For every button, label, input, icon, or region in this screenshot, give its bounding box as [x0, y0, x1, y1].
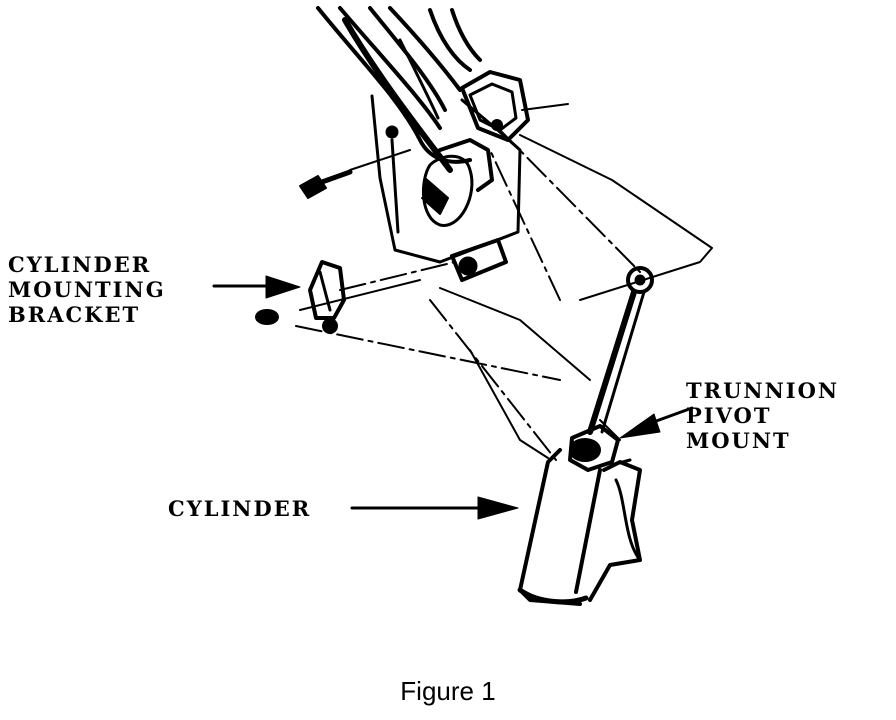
bracket-label-line-3: BRACKET: [8, 302, 141, 327]
push-rod: [587, 266, 654, 435]
mounting-bolt: [299, 149, 411, 199]
cylinder-label: CYLINDER: [168, 496, 312, 521]
bracket-label-line-1: CYLINDER: [8, 252, 152, 277]
trunnion-arrow: [619, 406, 694, 439]
trunnion-label-line-3: MOUNT: [686, 428, 791, 453]
bracket-label-line-2: MOUNTING: [8, 277, 166, 302]
center-lines: [295, 127, 641, 461]
trunnion-pivot-mount-label: TRUNNION PIVOT MOUNT: [686, 378, 839, 453]
trunnion-label-line-2: PIVOT: [686, 403, 772, 428]
upper-pivot-clevis: [460, 70, 569, 142]
pedal-arm: [316, 6, 482, 173]
phantom-outlines: [299, 134, 713, 459]
bracket-arrow: [212, 275, 301, 299]
cylinder-body: [517, 424, 642, 606]
trunnion-label-line-1: TRUNNION: [686, 378, 840, 403]
cylinder-mounting-bracket-part: [255, 260, 346, 334]
mounting-plate: [370, 94, 522, 282]
cylinder-mounting-bracket-label: CYLINDER MOUNTING BRACKET: [8, 252, 166, 327]
figure-caption: Figure 1: [400, 676, 496, 706]
callout-arrows: [212, 275, 694, 520]
cylinder-arrow: [350, 496, 519, 520]
